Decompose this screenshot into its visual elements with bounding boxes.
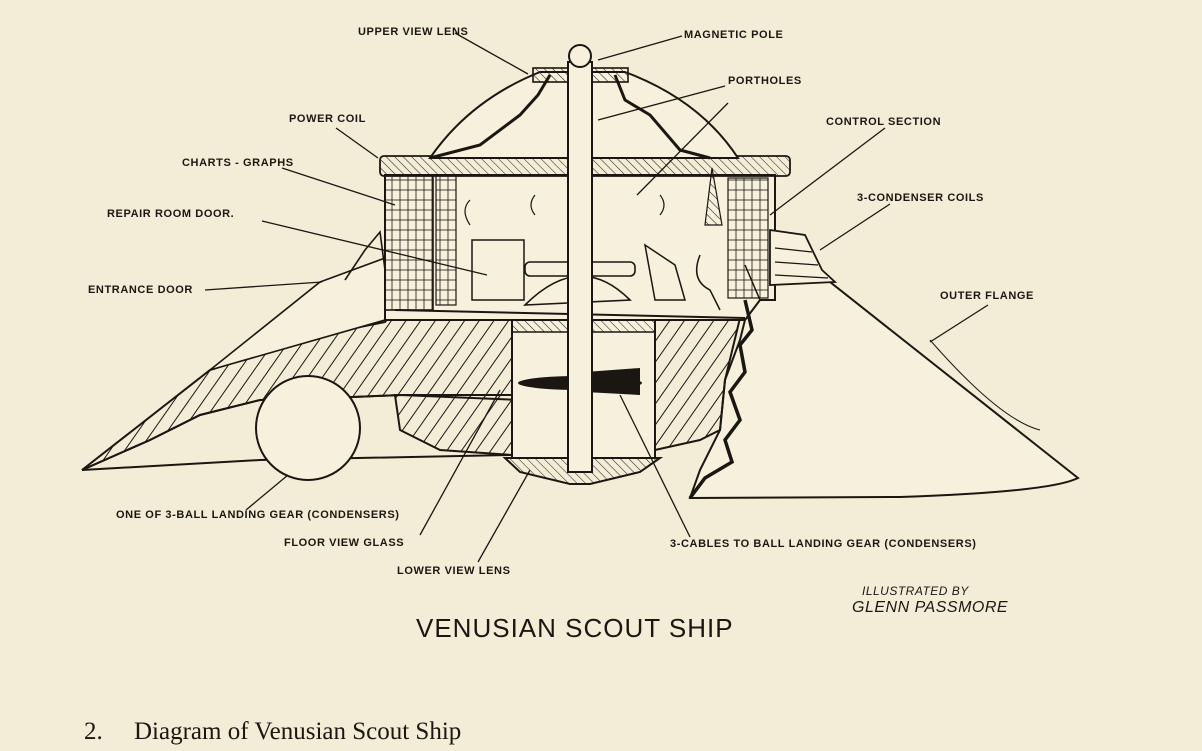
label-floor-view-glass: FLOOR VIEW GLASS [284, 537, 404, 549]
label-outer-flange: OUTER FLANGE [940, 290, 1034, 302]
cutaway-edge [688, 299, 754, 500]
magnetic-pole [567, 44, 593, 473]
label-portholes: PORTHOLES [728, 75, 802, 87]
label-condenser-coils: 3-CONDENSER COILS [857, 192, 984, 204]
label-cables: 3-CABLES TO BALL LANDING GEAR (CONDENSER… [670, 538, 977, 550]
label-lower-view-lens: LOWER VIEW LENS [397, 565, 511, 577]
label-magnetic-pole: MAGNETIC POLE [684, 29, 783, 41]
scout-ship-diagram: UPPER VIEW LENS MAGNETIC POLE PORTHOLES … [81, 26, 1080, 643]
label-charts-graphs: CHARTS - GRAPHS [182, 157, 294, 169]
label-repair-room-door: REPAIR ROOM DOOR. [107, 208, 234, 220]
leader-lines [204, 32, 989, 563]
illustrator-credit-line1: ILLUSTRATED BY [862, 584, 969, 598]
diagram-labels: UPPER VIEW LENS MAGNETIC POLE PORTHOLES … [88, 26, 1034, 577]
caption-number: 2. [84, 718, 103, 745]
label-entrance-door: ENTRANCE DOOR [88, 284, 193, 296]
condenser-coils [344, 228, 838, 286]
label-upper-view-lens: UPPER VIEW LENS [358, 26, 468, 38]
figure-caption: 2. Diagram of Venusian Scout Ship [84, 718, 461, 746]
caption-text: Diagram of Venusian Scout Ship [134, 718, 462, 745]
label-power-coil: POWER COIL [289, 113, 366, 125]
illustrator-credit-line2: GLENN PASSMORE [852, 599, 1008, 616]
diagram-title: VENUSIAN SCOUT SHIP [416, 613, 734, 643]
label-ball-landing-gear: ONE OF 3-BALL LANDING GEAR (CONDENSERS) [116, 509, 400, 521]
ball-landing-gear [255, 375, 361, 481]
label-control-section: CONTROL SECTION [826, 116, 941, 128]
outer-flange-shape [688, 278, 1080, 500]
